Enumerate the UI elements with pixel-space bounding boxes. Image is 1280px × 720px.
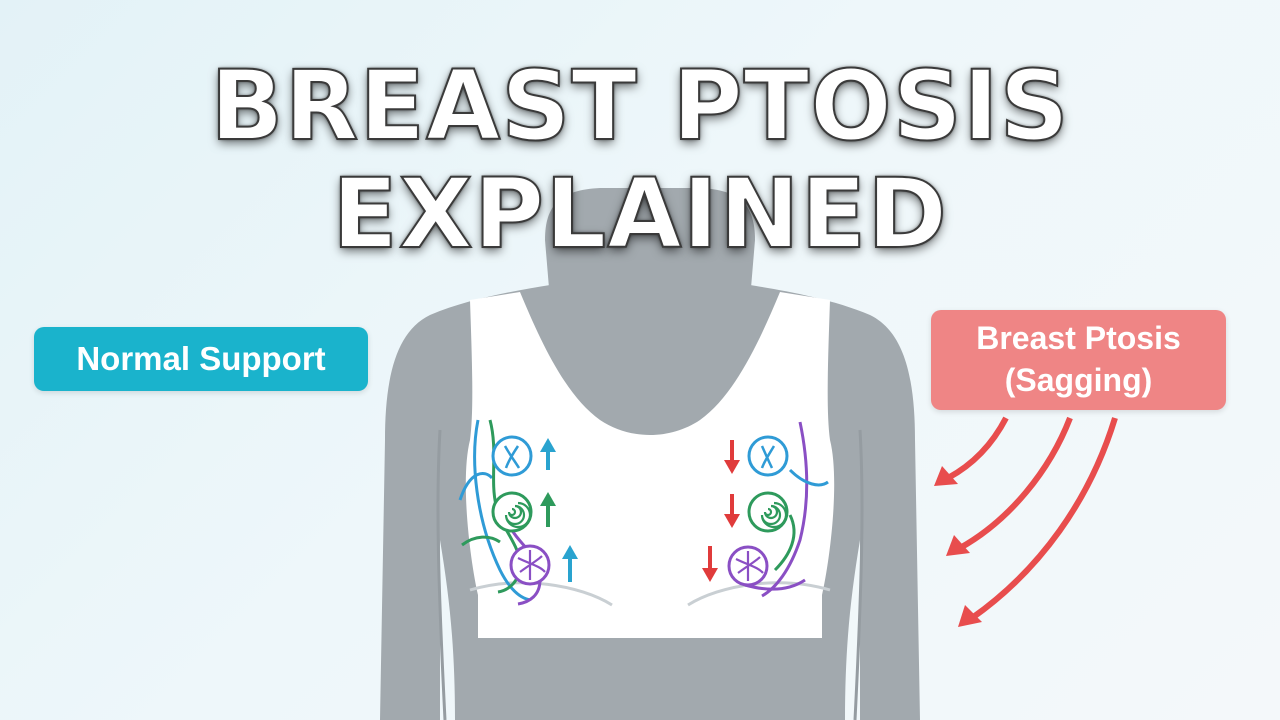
sagging-text: (Sagging) (1004, 362, 1153, 398)
sagging-arrow-down-2 (724, 494, 740, 528)
ligament-line-blue (473, 419, 531, 602)
ligament-line-purple (761, 421, 809, 598)
support-arrow-up-teal (562, 545, 578, 582)
title-line-2: EXPLAINED (331, 158, 948, 270)
normal-support-text: Normal Support (76, 340, 326, 377)
breast-ptosis-text: Breast Ptosis (976, 320, 1181, 357)
breast-ptosis-label: Breast Ptosis (Sagging) (931, 310, 1226, 410)
support-arrow-up-blue (540, 438, 556, 470)
title-line-1: BREAST PTOSIS (209, 50, 1070, 162)
sagging-arrow-down-3 (702, 546, 718, 582)
normal-support-label: Normal Support (34, 327, 368, 391)
support-arrow-up-green (540, 492, 556, 527)
normal-breast-diagram (458, 419, 578, 606)
sagging-arrow-down-1 (724, 440, 740, 474)
ptosis-pointer-arrows (934, 416, 1118, 627)
ptosis-breast-diagram (702, 421, 829, 598)
